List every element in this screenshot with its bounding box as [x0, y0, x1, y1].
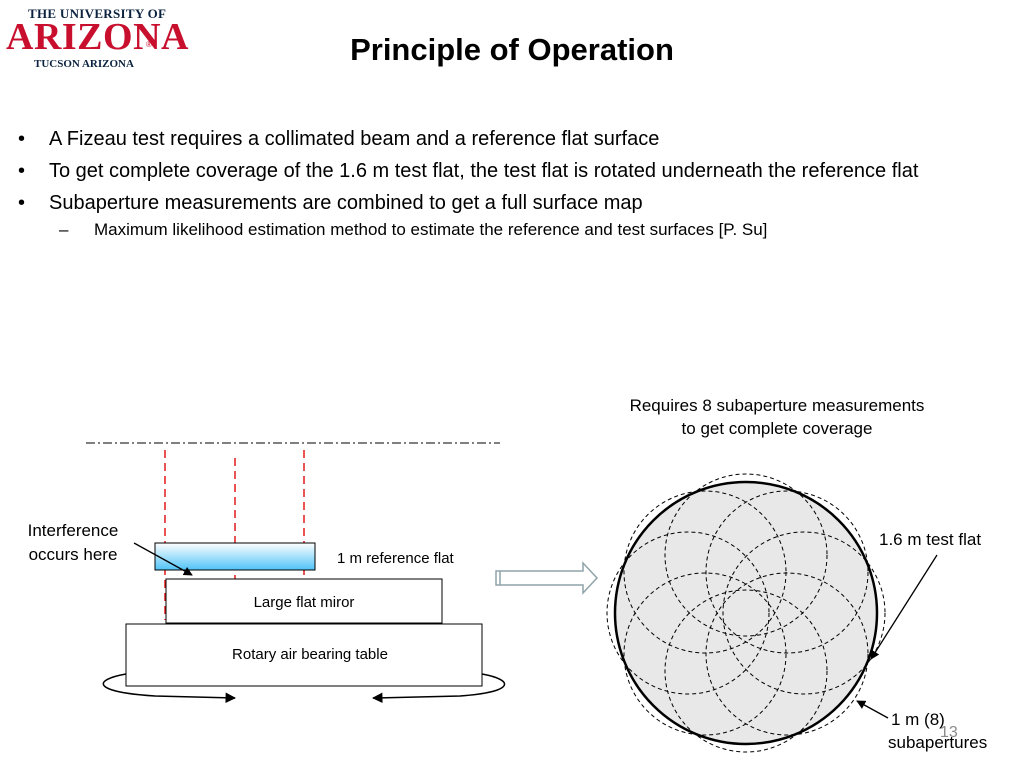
logo-line-3: TUCSON ARIZONA: [34, 58, 134, 70]
subaperture-circle: [606, 531, 770, 695]
logo-registered-mark: ®: [146, 40, 152, 49]
test-flat-label: 1.6 m test flat: [879, 530, 981, 549]
subaperture-circle: [722, 531, 886, 695]
subaperture-pointer: [856, 700, 889, 719]
diagram: Interference occurs here 1 m reference f…: [28, 396, 987, 753]
logo-line-1: THE UNIVERSITY OF: [28, 6, 167, 21]
mirror-label: Large flat miror: [254, 594, 355, 611]
sub-bullet-marker: –: [59, 220, 69, 239]
subaperture-circle: [705, 490, 869, 654]
bullet-item: • A Fizeau test requires a collimated be…: [18, 126, 978, 153]
block-arrow: [495, 561, 599, 595]
sub-bullet-text: Maximum likelihood estimation method to …: [94, 220, 768, 239]
bullet-item: • To get complete coverage of the 1.6 m …: [18, 158, 978, 185]
coverage-caption-line-1: Requires 8 subaperture measurements: [630, 396, 925, 415]
sub-bullet-item: – Maximum likelihood estimation method t…: [49, 219, 978, 241]
test-flat: [613, 480, 879, 746]
bullet-marker: •: [18, 128, 26, 150]
subaperture-label-line-1: 1 m (8): [891, 710, 945, 729]
subaperture-circle: [664, 589, 828, 753]
bullet-marker: •: [18, 160, 26, 182]
rotation-arrow-left: [102, 673, 237, 704]
sub-bullet-list: – Maximum likelihood estimation method t…: [49, 219, 978, 241]
bullet-text: Subaperture measurements are combined to…: [49, 192, 643, 214]
bullet-text: A Fizeau test requires a collimated beam…: [49, 128, 660, 150]
rotation-arrow-right: [371, 673, 506, 704]
bullet-list: • A Fizeau test requires a collimated be…: [18, 126, 978, 246]
test-flat-pointer: [870, 554, 938, 660]
rotary-air-bearing-table: [125, 623, 483, 687]
logo-wordmark: ARIZONA: [6, 16, 189, 58]
reference-flat-label: 1 m reference flat: [337, 550, 455, 567]
slide-number: 13: [940, 724, 958, 741]
subaperture-circle: [705, 572, 869, 736]
subaperture-label-line-2: subapertures: [888, 733, 987, 752]
bullet-marker: •: [18, 192, 26, 214]
subaperture-circle: [664, 473, 828, 637]
subaperture-group: [606, 473, 886, 753]
subaperture-circle: [623, 490, 787, 654]
subaperture-circle: [623, 572, 787, 736]
bullet-item: • Subaperture measurements are combined …: [18, 190, 978, 241]
reference-flat: [154, 542, 316, 571]
interference-label-line-2: occurs here: [29, 545, 118, 564]
interference-label-line-1: Interference: [28, 521, 119, 540]
large-flat-mirror: [165, 578, 443, 624]
slide-title: Principle of Operation: [350, 32, 674, 67]
interference-pointer: [133, 542, 193, 576]
table-label: Rotary air bearing table: [232, 646, 388, 663]
coverage-caption-line-2: to get complete coverage: [682, 419, 873, 438]
university-logo: THE UNIVERSITY OF ARIZONA ® TUCSON ARIZO…: [6, 4, 188, 72]
bullet-text: To get complete coverage of the 1.6 m te…: [49, 160, 919, 182]
